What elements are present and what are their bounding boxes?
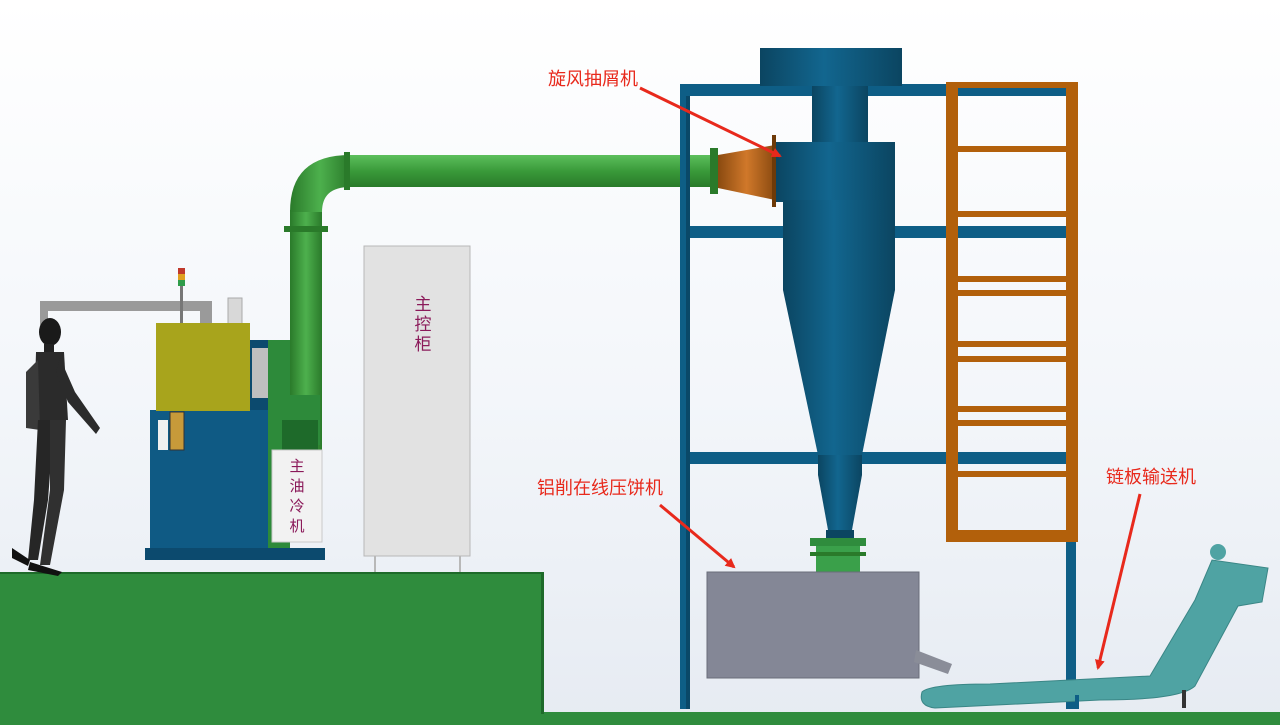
cabinet-label-1: 主 (415, 295, 432, 315)
ladder (946, 82, 1078, 542)
annotation-conveyor: 链板输送机 (1095, 467, 1196, 670)
label-conveyor: 链板输送机 (1106, 467, 1196, 488)
briquetting-press (706, 571, 952, 679)
label-cyclone: 旋风抽屑机 (548, 69, 638, 90)
label-briquetter: 铝削在线压饼机 (537, 478, 663, 499)
cabinet-label-3: 柜 (415, 335, 432, 355)
cyclone-separator (718, 48, 902, 572)
floor (0, 572, 1280, 725)
arrow-briquetter (659, 503, 736, 569)
cabinet-label-2: 控 (415, 315, 432, 335)
oil-cooler: 主 油 冷 机 (271, 449, 323, 543)
arrow-conveyor (1095, 493, 1142, 670)
main-control-cabinet: 主 控 柜 (363, 245, 471, 572)
annotation-briquetter: 铝削在线压饼机 (537, 478, 736, 569)
overhead-arm (40, 301, 210, 311)
oil-cooler-label-1: 主 (289, 457, 304, 475)
oil-cooler-label-3: 冷 (289, 497, 304, 515)
inlet-transition (718, 145, 775, 200)
annotation-cyclone: 旋风抽屑机 (548, 69, 782, 158)
chain-plate-conveyor (920, 544, 1269, 709)
oil-cooler-label-2: 油 (289, 477, 304, 495)
arrow-cyclone (639, 86, 782, 158)
machine-tool: 主 油 冷 机 (40, 268, 325, 560)
operator-figure (12, 318, 100, 576)
oil-cooler-label-4: 机 (289, 517, 304, 535)
